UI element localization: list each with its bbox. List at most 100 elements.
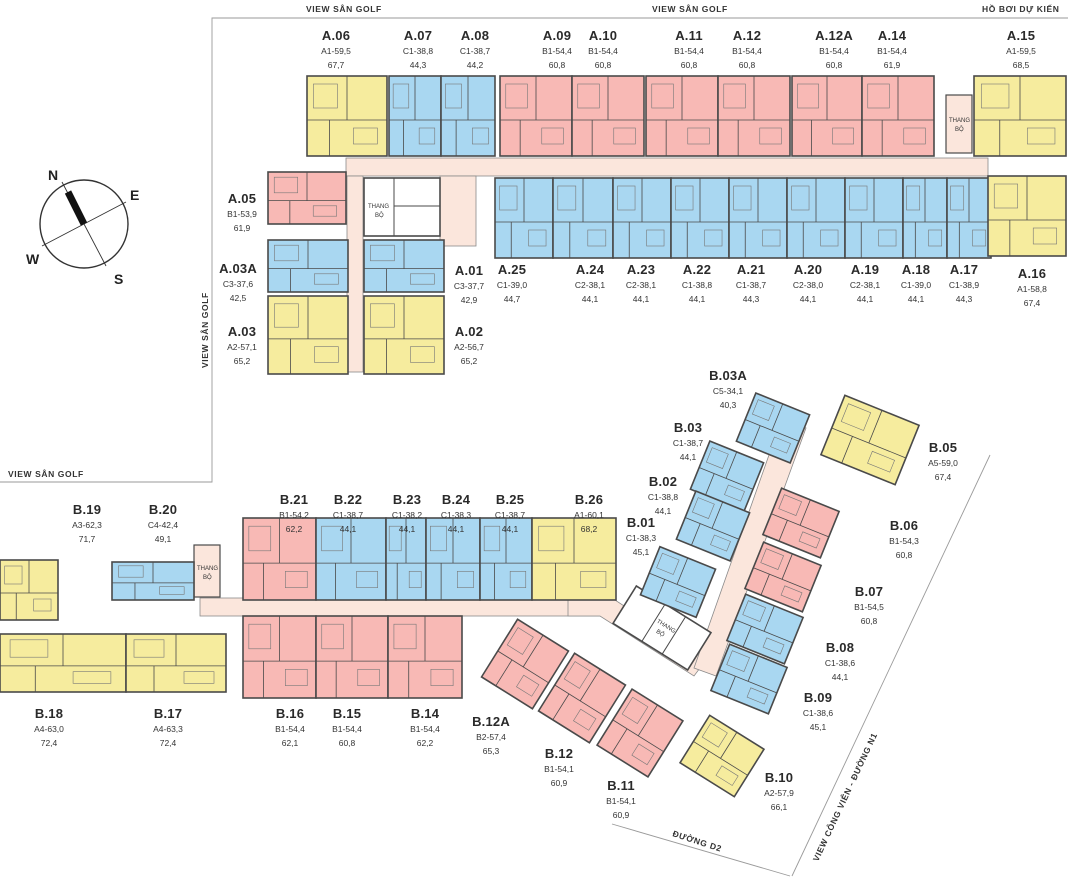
unit-a-14[interactable] [861, 75, 935, 157]
unit-wall [579, 668, 601, 702]
unit-name: B.08 [826, 640, 854, 655]
unit-name: A.03 [228, 324, 256, 339]
unit-a-09[interactable] [499, 75, 573, 157]
sofa-icon [418, 127, 436, 145]
unit-name: B.02 [649, 474, 677, 489]
unit-area: 66,1 [771, 802, 788, 812]
unit-a-08[interactable] [440, 75, 496, 157]
unit-type: B1-54,4 [732, 46, 762, 56]
unit-wall [831, 427, 907, 459]
unit-a-18[interactable] [902, 177, 948, 259]
unit-area: 72,4 [41, 738, 58, 748]
unit-a-02[interactable] [363, 295, 445, 375]
unit-type: A2-56,7 [454, 342, 484, 352]
compass-e: E [130, 187, 139, 203]
sofa-icon [687, 127, 710, 145]
unit-area: 44,1 [655, 506, 672, 516]
unit-a-25[interactable] [494, 177, 554, 259]
unit-wall [771, 513, 829, 538]
unit-a-24[interactable] [552, 177, 614, 259]
unit-b-25[interactable] [479, 517, 533, 601]
unit-name: B.15 [333, 706, 361, 721]
unit-a-22[interactable] [670, 177, 730, 259]
unit-area: 62,2 [286, 524, 303, 534]
unit-a-21[interactable] [728, 177, 788, 259]
unit-a-06[interactable] [306, 75, 388, 157]
unit-a-23[interactable] [612, 177, 672, 259]
unit-a-19[interactable] [844, 177, 904, 259]
sofa-icon [314, 346, 339, 363]
unit-a-12[interactable] [717, 75, 791, 157]
unit-area: 44,1 [800, 294, 817, 304]
unit-wall [705, 473, 715, 496]
unit-a-03[interactable] [267, 295, 349, 375]
sofa-icon [715, 765, 739, 786]
unit-b-22[interactable] [315, 517, 387, 601]
unit-b-07[interactable] [743, 541, 823, 613]
unit-a-11[interactable] [645, 75, 719, 157]
unit-b-24[interactable] [425, 517, 481, 601]
unit-type: B1-54,4 [819, 46, 849, 56]
unit-b-11[interactable] [595, 688, 685, 778]
unit-name: B.03A [709, 368, 747, 383]
unit-type: B1-54,1 [544, 764, 574, 774]
unit-b-17[interactable] [125, 633, 227, 693]
unit-b-06[interactable] [761, 487, 841, 559]
unit-a-10[interactable] [571, 75, 645, 157]
unit-name: A.11 [675, 28, 703, 43]
bed-icon [499, 185, 518, 211]
sofa-icon [878, 229, 897, 247]
sofa-icon [509, 570, 527, 588]
unit-a-20[interactable] [786, 177, 846, 259]
unit-area: 40,3 [720, 400, 737, 410]
bed-icon [538, 525, 565, 552]
unit-name: A.02 [455, 324, 483, 339]
unit-b-20[interactable] [111, 561, 195, 601]
unit-name: B.20 [149, 502, 177, 517]
unit-area: 67,7 [328, 60, 345, 70]
unit-b-26[interactable] [531, 517, 617, 601]
unit-type: C3-37,6 [223, 279, 254, 289]
unit-b-01[interactable] [639, 545, 717, 619]
unit-b-16[interactable] [242, 615, 317, 699]
sofa-icon [580, 570, 607, 588]
unit-b-02[interactable] [675, 489, 751, 563]
unit-b-03a[interactable] [735, 391, 811, 465]
unit-b-08[interactable] [725, 593, 805, 665]
unit-a-12a[interactable] [791, 75, 863, 157]
unit-b-12[interactable] [537, 652, 627, 744]
unit-b-19[interactable] [0, 559, 59, 621]
unit-b-12a[interactable] [480, 618, 570, 710]
sofa-icon [430, 668, 454, 686]
unit-a-07[interactable] [388, 75, 442, 157]
unit-type: C1-38,7 [333, 510, 364, 520]
unit-type: A1-59,5 [1006, 46, 1036, 56]
unit-b-23[interactable] [385, 517, 427, 601]
unit-b-15[interactable] [315, 615, 389, 699]
bed-icon [133, 639, 165, 658]
sofa-icon [285, 570, 308, 588]
unit-b-09[interactable] [709, 643, 789, 715]
units-layer [0, 75, 1067, 798]
unit-a-03a[interactable] [267, 239, 349, 293]
unit-type: C1-39,0 [901, 280, 932, 290]
unit-b-18[interactable] [0, 633, 127, 693]
unit-name: A.14 [878, 28, 907, 43]
unit-a-01[interactable] [363, 239, 445, 293]
unit-wall [742, 626, 752, 648]
unit-a-17[interactable] [946, 177, 992, 259]
sofa-icon [312, 205, 337, 217]
unit-b-14[interactable] [387, 615, 463, 699]
unit-b-05[interactable] [819, 394, 921, 486]
unit-b-10[interactable] [678, 714, 766, 798]
unit-a-05[interactable] [267, 171, 347, 225]
unit-a-15[interactable] [973, 75, 1067, 157]
unit-a-16[interactable] [987, 175, 1067, 257]
road-label-d2: ĐƯỜNG D2 [671, 827, 723, 853]
unit-b-21[interactable] [242, 517, 317, 601]
bed-icon [370, 303, 395, 328]
